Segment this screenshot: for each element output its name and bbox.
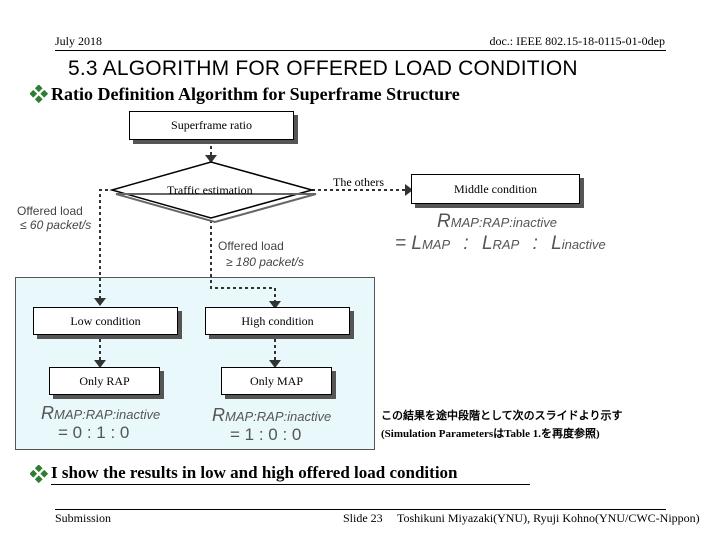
decision-diamond-shadow: [115, 193, 317, 224]
high-offered-load-label: Offered load: [218, 239, 284, 253]
connector-decision-high: [210, 220, 276, 303]
middle-condition-box: Middle condition: [411, 174, 580, 204]
traffic-estimation-label: Traffic estimation: [167, 183, 253, 197]
high-threshold-label: ≥ 180 packet/s: [226, 255, 304, 269]
bottom-statement: I show the results in low and high offer…: [51, 463, 458, 482]
conditions-panel: [15, 277, 375, 450]
low-condition-box: Low condition: [33, 307, 178, 335]
note-line-2: (Simulation ParametersはTable 1.を再度参照): [381, 428, 600, 440]
low-offered-load-label: Offered load: [17, 204, 83, 218]
only-rap-box: Only RAP: [49, 367, 160, 395]
footer-slide-number: Slide 23: [343, 511, 383, 525]
arrowhead-icon: [94, 360, 106, 368]
decision-diamond: [109, 161, 315, 219]
middle-formula-values: = LMAP : LRAP : Linactive: [395, 233, 606, 254]
header-date: July 2018: [55, 34, 103, 48]
header-rule: [55, 50, 666, 51]
low-formula-values: = 0 : 1 : 0: [58, 423, 130, 442]
superframe-ratio-box: Superframe ratio: [129, 111, 294, 140]
middle-formula-ratio: RMAP:RAP:inactive: [437, 211, 557, 232]
arrowhead-icon: [205, 155, 217, 163]
bottom-statement-underline: [51, 484, 530, 485]
arrowhead-icon: [94, 298, 106, 306]
slide-title: 5.3 ALGORITHM FOR OFFERED LOAD CONDITION: [68, 57, 578, 80]
arrowhead-icon: [405, 184, 413, 196]
high-condition-box: High condition: [205, 307, 350, 335]
high-formula-values: = 1 : 0 : 0: [230, 425, 302, 444]
note-line-1: この結果を途中段階として次のスライドより示す: [381, 410, 623, 422]
diamond-bullet-icon: [30, 85, 48, 103]
only-map-box: Only MAP: [221, 367, 332, 395]
footer-rule: [55, 509, 666, 510]
connector-decision-low: [99, 189, 108, 300]
low-threshold-label: ≤ 60 packet/s: [20, 218, 92, 232]
footer-submission: Submission: [55, 511, 112, 525]
diamond-bullet-icon: [30, 465, 48, 483]
low-formula-ratio: RMAP:RAP:inactive: [41, 403, 161, 423]
header-doc-id: doc.: IEEE 802.15-18-0115-01-0dep: [489, 34, 665, 48]
arrowhead-icon: [269, 360, 281, 368]
footer-author: Toshikuni Miyazaki(YNU), Ryuji Kohno(YNU…: [397, 511, 700, 525]
arrowhead-icon: [269, 301, 281, 309]
slide-subtitle: Ratio Definition Algorithm for Superfram…: [51, 84, 460, 104]
the-others-label: The others: [333, 175, 384, 189]
high-formula-ratio: RMAP:RAP:inactive: [212, 405, 332, 425]
